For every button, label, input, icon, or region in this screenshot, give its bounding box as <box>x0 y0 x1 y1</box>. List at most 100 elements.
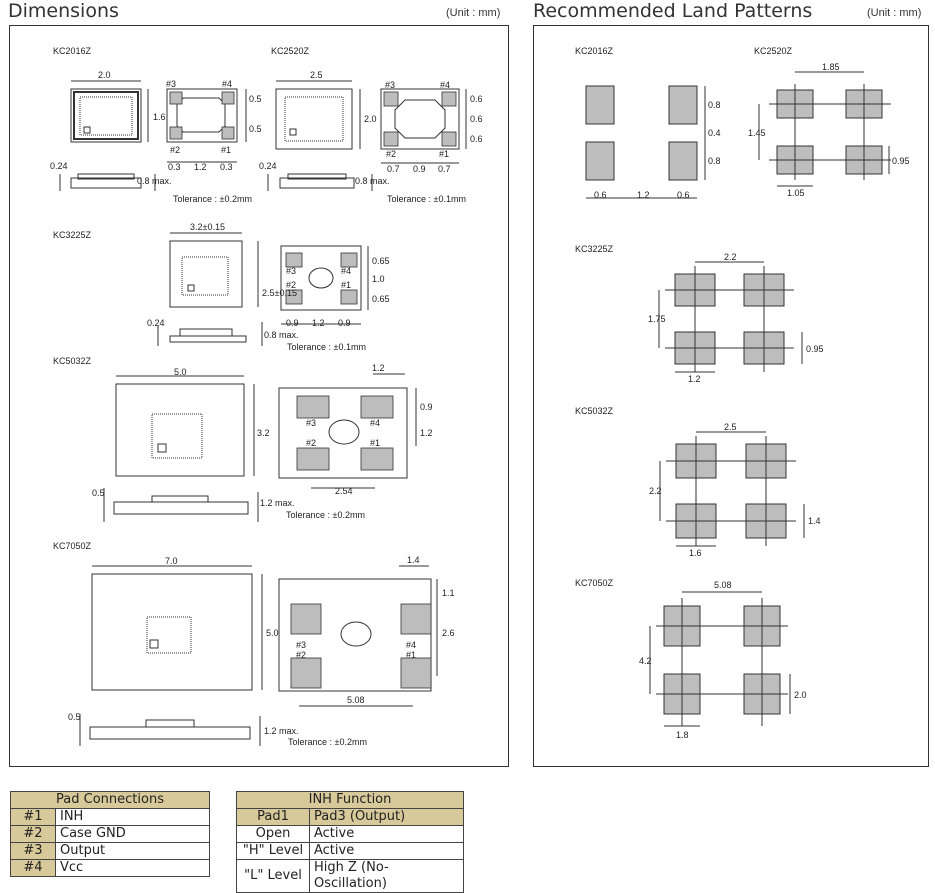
dim-kc2520-side1: 0.24 <box>259 161 277 171</box>
dim-kc7050-w: 7.0 <box>165 556 178 566</box>
land-kc3225-right: 0.95 <box>806 344 824 354</box>
dim-kc5032-bx: 2.54 <box>335 486 353 496</box>
dim-kc2016-bx1: 0.3 <box>168 162 181 172</box>
land-kc5032-top: 2.5 <box>724 422 737 432</box>
pin3-label-c: #3 <box>286 266 296 276</box>
land-kc3225-name: KC3225Z <box>575 244 614 254</box>
pin4-label-d: #4 <box>370 418 380 428</box>
dim-kc5032-w: 5.0 <box>174 367 187 377</box>
land-kc3225-top: 2.2 <box>724 252 737 262</box>
dim-kc3225-bx1: 0.9 <box>286 318 299 328</box>
pin4-label-c: #4 <box>341 266 351 276</box>
dim-kc2520-bx2: 0.9 <box>413 164 426 174</box>
dim-kc7050-bx: 5.08 <box>347 695 365 705</box>
land-kc2016-e: 0.4 <box>708 128 721 138</box>
pin2-label: #2 <box>170 145 180 155</box>
land-patterns-unit: (Unit : mm) <box>867 7 922 19</box>
dim-kc2520-tol: Tolerance : ±0.1mm <box>387 194 466 204</box>
dim-kc2016-tol: Tolerance : ±0.2mm <box>173 194 252 204</box>
pin2-label-e: #2 <box>296 650 306 660</box>
dim-kc5032-tol: Tolerance : ±0.2mm <box>286 510 365 520</box>
dim-kc7050-p1: 1.1 <box>442 588 455 598</box>
pin4-label-b: #4 <box>440 80 450 90</box>
inh-function-header: INH Function <box>236 791 464 809</box>
dim-kc2016-h: 1.6 <box>153 112 166 122</box>
pin4-label: #4 <box>222 79 232 89</box>
dim-kc3225-h: 2.5±0.15 <box>262 288 297 298</box>
dimensions-title: Dimensions <box>8 0 119 22</box>
dim-kc2016-name: KC2016Z <box>53 46 92 56</box>
dim-kc3225-p3: 0.65 <box>372 294 390 304</box>
dim-kc7050-name: KC7050Z <box>53 541 92 551</box>
dim-kc2016-p1: 0.5 <box>249 94 262 104</box>
land-kc2016-b: 1.2 <box>637 190 650 200</box>
pin2-label-d: #2 <box>306 438 316 448</box>
dimensions-drawing: KC2016Z 2.0 1.6 #3 #4 #2 #1 0.3 1.2 0.3 … <box>50 46 483 747</box>
dim-kc7050-side2: 1.2 max. <box>264 726 299 736</box>
dim-kc2016-p2: 0.5 <box>249 124 262 134</box>
land-kc2016-c: 0.6 <box>677 190 690 200</box>
dim-kc2520-p1: 0.6 <box>470 94 483 104</box>
dim-kc5032-p1: 0.9 <box>420 402 433 412</box>
dim-kc3225-bx2: 1.2 <box>312 318 325 328</box>
dim-kc3225-w: 3.2±0.15 <box>190 222 225 232</box>
dim-kc2520-p3: 0.6 <box>470 134 483 144</box>
dim-kc2520-h: 2.0 <box>364 114 377 124</box>
dim-kc3225-tol: Tolerance : ±0.1mm <box>287 342 366 352</box>
land-kc5032-name: KC5032Z <box>575 406 614 416</box>
dim-kc5032-p2: 1.2 <box>420 428 433 438</box>
dim-kc2016-side2: 0.8 max. <box>137 176 172 186</box>
land-kc5032-right: 1.4 <box>808 516 821 526</box>
dim-kc5032-side1: 0.5 <box>92 488 105 498</box>
dim-kc5032-name: KC5032Z <box>53 356 92 366</box>
dim-kc2016-side1: 0.24 <box>50 161 68 171</box>
dim-kc7050-p2: 2.6 <box>442 628 455 638</box>
dim-kc7050-tol: Tolerance : ±0.2mm <box>288 737 367 747</box>
pin3-label: #3 <box>166 79 176 89</box>
dim-kc3225-side2: 0.8 max. <box>264 330 299 340</box>
land-kc2016-f: 0.8 <box>708 156 721 166</box>
dim-kc2016-bx2: 1.2 <box>194 162 207 172</box>
dim-kc3225-bx3: 0.9 <box>338 318 351 328</box>
land-kc2016-a: 0.6 <box>594 190 607 200</box>
land-kc5032-bot: 1.6 <box>689 548 702 558</box>
land-kc2016-d: 0.8 <box>708 100 721 110</box>
dim-kc2016-w: 2.0 <box>98 70 111 80</box>
pin1-label-d: #1 <box>370 438 380 448</box>
dim-kc2520-bx1: 0.7 <box>387 164 400 174</box>
dim-kc5032-side2: 1.2 max. <box>260 498 295 508</box>
land-kc2016-name: KC2016Z <box>575 46 614 56</box>
land-kc7050-top: 5.08 <box>714 580 732 590</box>
pin4-label-e: #4 <box>406 640 416 650</box>
pad-connections-header: Pad Connections <box>10 791 210 809</box>
pin3-label-e: #3 <box>296 640 306 650</box>
pin3-label-d: #3 <box>306 418 316 428</box>
dim-kc5032-pw: 1.2 <box>372 363 385 373</box>
pin1-label-e: #1 <box>406 650 416 660</box>
land-patterns-drawing: KC2016Z 0.6 1.2 0.6 0.8 0.4 0.8 KC2520Z … <box>575 46 910 740</box>
pin1-label-c: #1 <box>341 280 351 290</box>
land-patterns-panel: KC2016Z 0.6 1.2 0.6 0.8 0.4 0.8 KC2520Z … <box>533 25 929 767</box>
dim-kc2520-p2: 0.6 <box>470 114 483 124</box>
land-kc7050-name: KC7050Z <box>575 578 614 588</box>
dimensions-unit: (Unit : mm) <box>446 7 501 19</box>
dim-kc2520-name: KC2520Z <box>271 46 310 56</box>
land-kc2520-bot: 1.05 <box>787 188 805 198</box>
dim-kc3225-name: KC3225Z <box>53 230 92 240</box>
land-kc7050-bot: 1.8 <box>676 730 689 740</box>
pin2-label-b: #2 <box>386 149 396 159</box>
land-kc3225-left: 1.75 <box>648 314 666 324</box>
dimensions-panel: KC2016Z 2.0 1.6 #3 #4 #2 #1 0.3 1.2 0.3 … <box>9 25 509 767</box>
pin2-label-c: #2 <box>286 280 296 290</box>
land-patterns-title: Recommended Land Patterns <box>533 0 813 22</box>
